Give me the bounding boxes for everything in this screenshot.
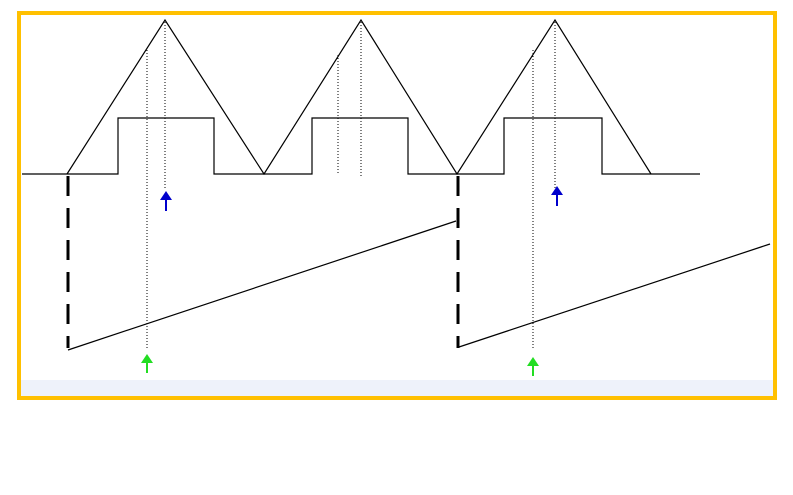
up-arrow-icon: [527, 357, 539, 376]
diagram-frame: [17, 11, 777, 400]
dotted-guides: [146, 22, 556, 350]
up-arrow-icon: [160, 191, 172, 211]
triangle-wave: [66, 18, 652, 176]
up-arrow-icon: [141, 354, 153, 373]
sawtooth-ramp-2: [458, 243, 771, 348]
sawtooth-ramp-1: [67, 220, 457, 351]
up-arrow-icon: [551, 186, 563, 206]
bottom-strip: [21, 380, 773, 396]
square-wave: [22, 117, 700, 175]
